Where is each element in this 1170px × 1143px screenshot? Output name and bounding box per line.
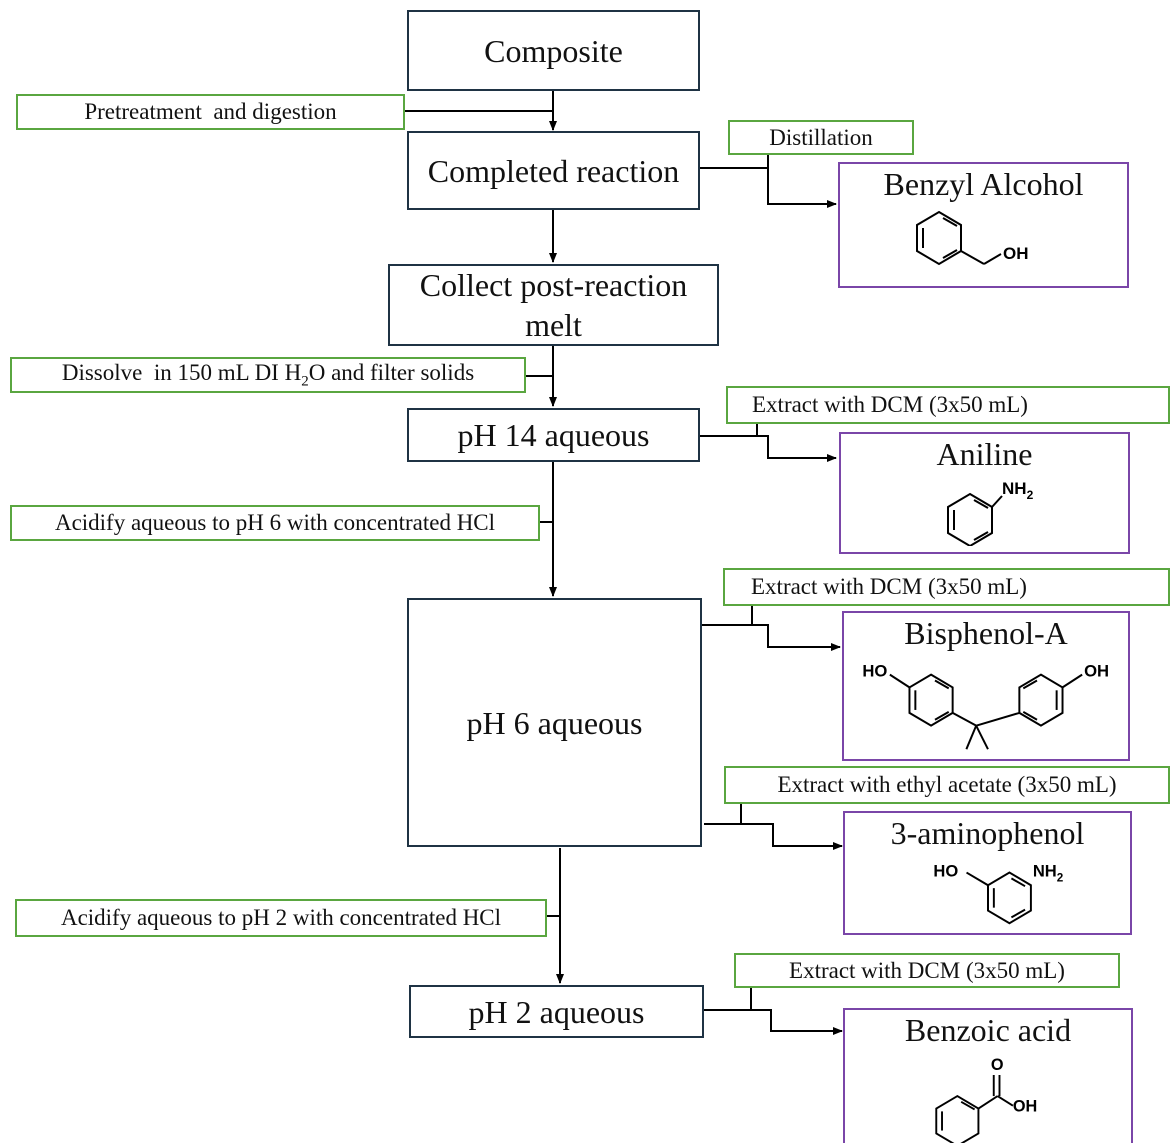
pretreatment-condition: Pretreatment and digestion	[16, 94, 405, 130]
dissolve-subscript: 2	[301, 373, 309, 390]
benzoic-acid-label: Benzoic acid	[904, 1012, 1072, 1048]
bisphenol-a-structure: HO OH	[862, 662, 1109, 750]
extract-bpa-condition: Extract with DCM (3x50 mL)	[723, 568, 1170, 606]
ph2-box: pH 2 aqueous	[409, 985, 704, 1038]
composite-label: Composite	[484, 32, 623, 69]
ph14-label: pH 14 aqueous	[457, 417, 650, 453]
composite-box: Composite	[407, 10, 700, 91]
benzoic-o-text: O	[991, 1056, 1004, 1074]
benzoic-acid-box: Benzoic acid O OH	[843, 1008, 1133, 1143]
dissolve-label: Dissolve in 150 mL DI H2O and filter sol…	[62, 360, 474, 391]
benzyl-alcohol-label: Benzyl Alcohol	[883, 166, 1084, 202]
benzyl-alcohol-structure: OH	[915, 210, 1029, 266]
dissolve-text-b: O and filter solids	[308, 359, 475, 385]
completed-reaction-label: Completed reaction	[427, 152, 680, 189]
ph14-box: pH 14 aqueous	[407, 408, 700, 462]
extract-aminophenol-label: Extract with ethyl acetate (3x50 mL)	[777, 772, 1117, 797]
bisphenol-a-label: Bisphenol-A	[904, 615, 1068, 651]
extract-aniline-condition: Extract with DCM (3x50 mL)	[726, 386, 1170, 424]
extract-benzoic-label: Extract with DCM (3x50 mL)	[789, 957, 1065, 983]
benzoic-acid-structure: O OH	[935, 1056, 1037, 1143]
ph6-box: pH 6 aqueous	[407, 598, 702, 847]
aniline-nh-text: NH2	[1002, 479, 1034, 502]
acidify-ph2-condition: Acidify aqueous to pH 2 with concentrate…	[15, 899, 547, 937]
dissolve-text-a: Dissolve in 150 mL DI H	[61, 359, 302, 385]
bisphenol-a-box: Bisphenol-A HO OH	[842, 611, 1130, 761]
aminophenol-nh-text: NH2	[1032, 861, 1063, 884]
benzyl-oh-text: OH	[1003, 244, 1029, 263]
extract-bpa-label: Extract with DCM (3x50 mL)	[751, 574, 1027, 599]
extract-aminophenol-condition: Extract with ethyl acetate (3x50 mL)	[724, 766, 1170, 804]
extract-benzoic-condition: Extract with DCM (3x50 mL)	[734, 953, 1120, 988]
aminophenol-box: 3-aminophenol HO NH2	[843, 811, 1132, 935]
ph6-label: pH 6 aqueous	[466, 704, 643, 741]
collect-melt-box: Collect post-reaction melt	[388, 264, 719, 346]
acidify-ph6-condition: Acidify aqueous to pH 6 with concentrate…	[10, 505, 540, 541]
distillation-label: Distillation	[769, 124, 873, 150]
collect-melt-label: Collect post-reaction melt	[419, 267, 688, 343]
bpa-ho-text: HO	[862, 662, 887, 681]
aniline-box: Aniline NH2	[839, 432, 1130, 554]
benzoic-oh-text: OH	[1013, 1097, 1037, 1115]
acidify-ph6-label: Acidify aqueous to pH 6 with concentrate…	[54, 510, 496, 535]
aminophenol-structure: HO NH2	[933, 861, 1063, 925]
pretreatment-label: Pretreatment and digestion	[84, 99, 337, 124]
aminophenol-ho-text: HO	[933, 861, 958, 880]
bpa-oh-text: OH	[1084, 662, 1109, 681]
ph2-label: pH 2 aqueous	[468, 993, 645, 1030]
acidify-ph2-label: Acidify aqueous to pH 2 with concentrate…	[60, 905, 502, 930]
completed-reaction-box: Completed reaction	[407, 131, 700, 210]
aniline-structure: NH2	[946, 479, 1034, 546]
aniline-label: Aniline	[936, 436, 1033, 472]
distillation-condition: Distillation	[728, 120, 914, 155]
benzyl-alcohol-box: Benzyl Alcohol OH	[838, 162, 1129, 288]
extract-aniline-label: Extract with DCM (3x50 mL)	[752, 392, 1028, 417]
aminophenol-label: 3-aminophenol	[890, 815, 1085, 851]
dissolve-condition: Dissolve in 150 mL DI H2O and filter sol…	[10, 357, 526, 393]
